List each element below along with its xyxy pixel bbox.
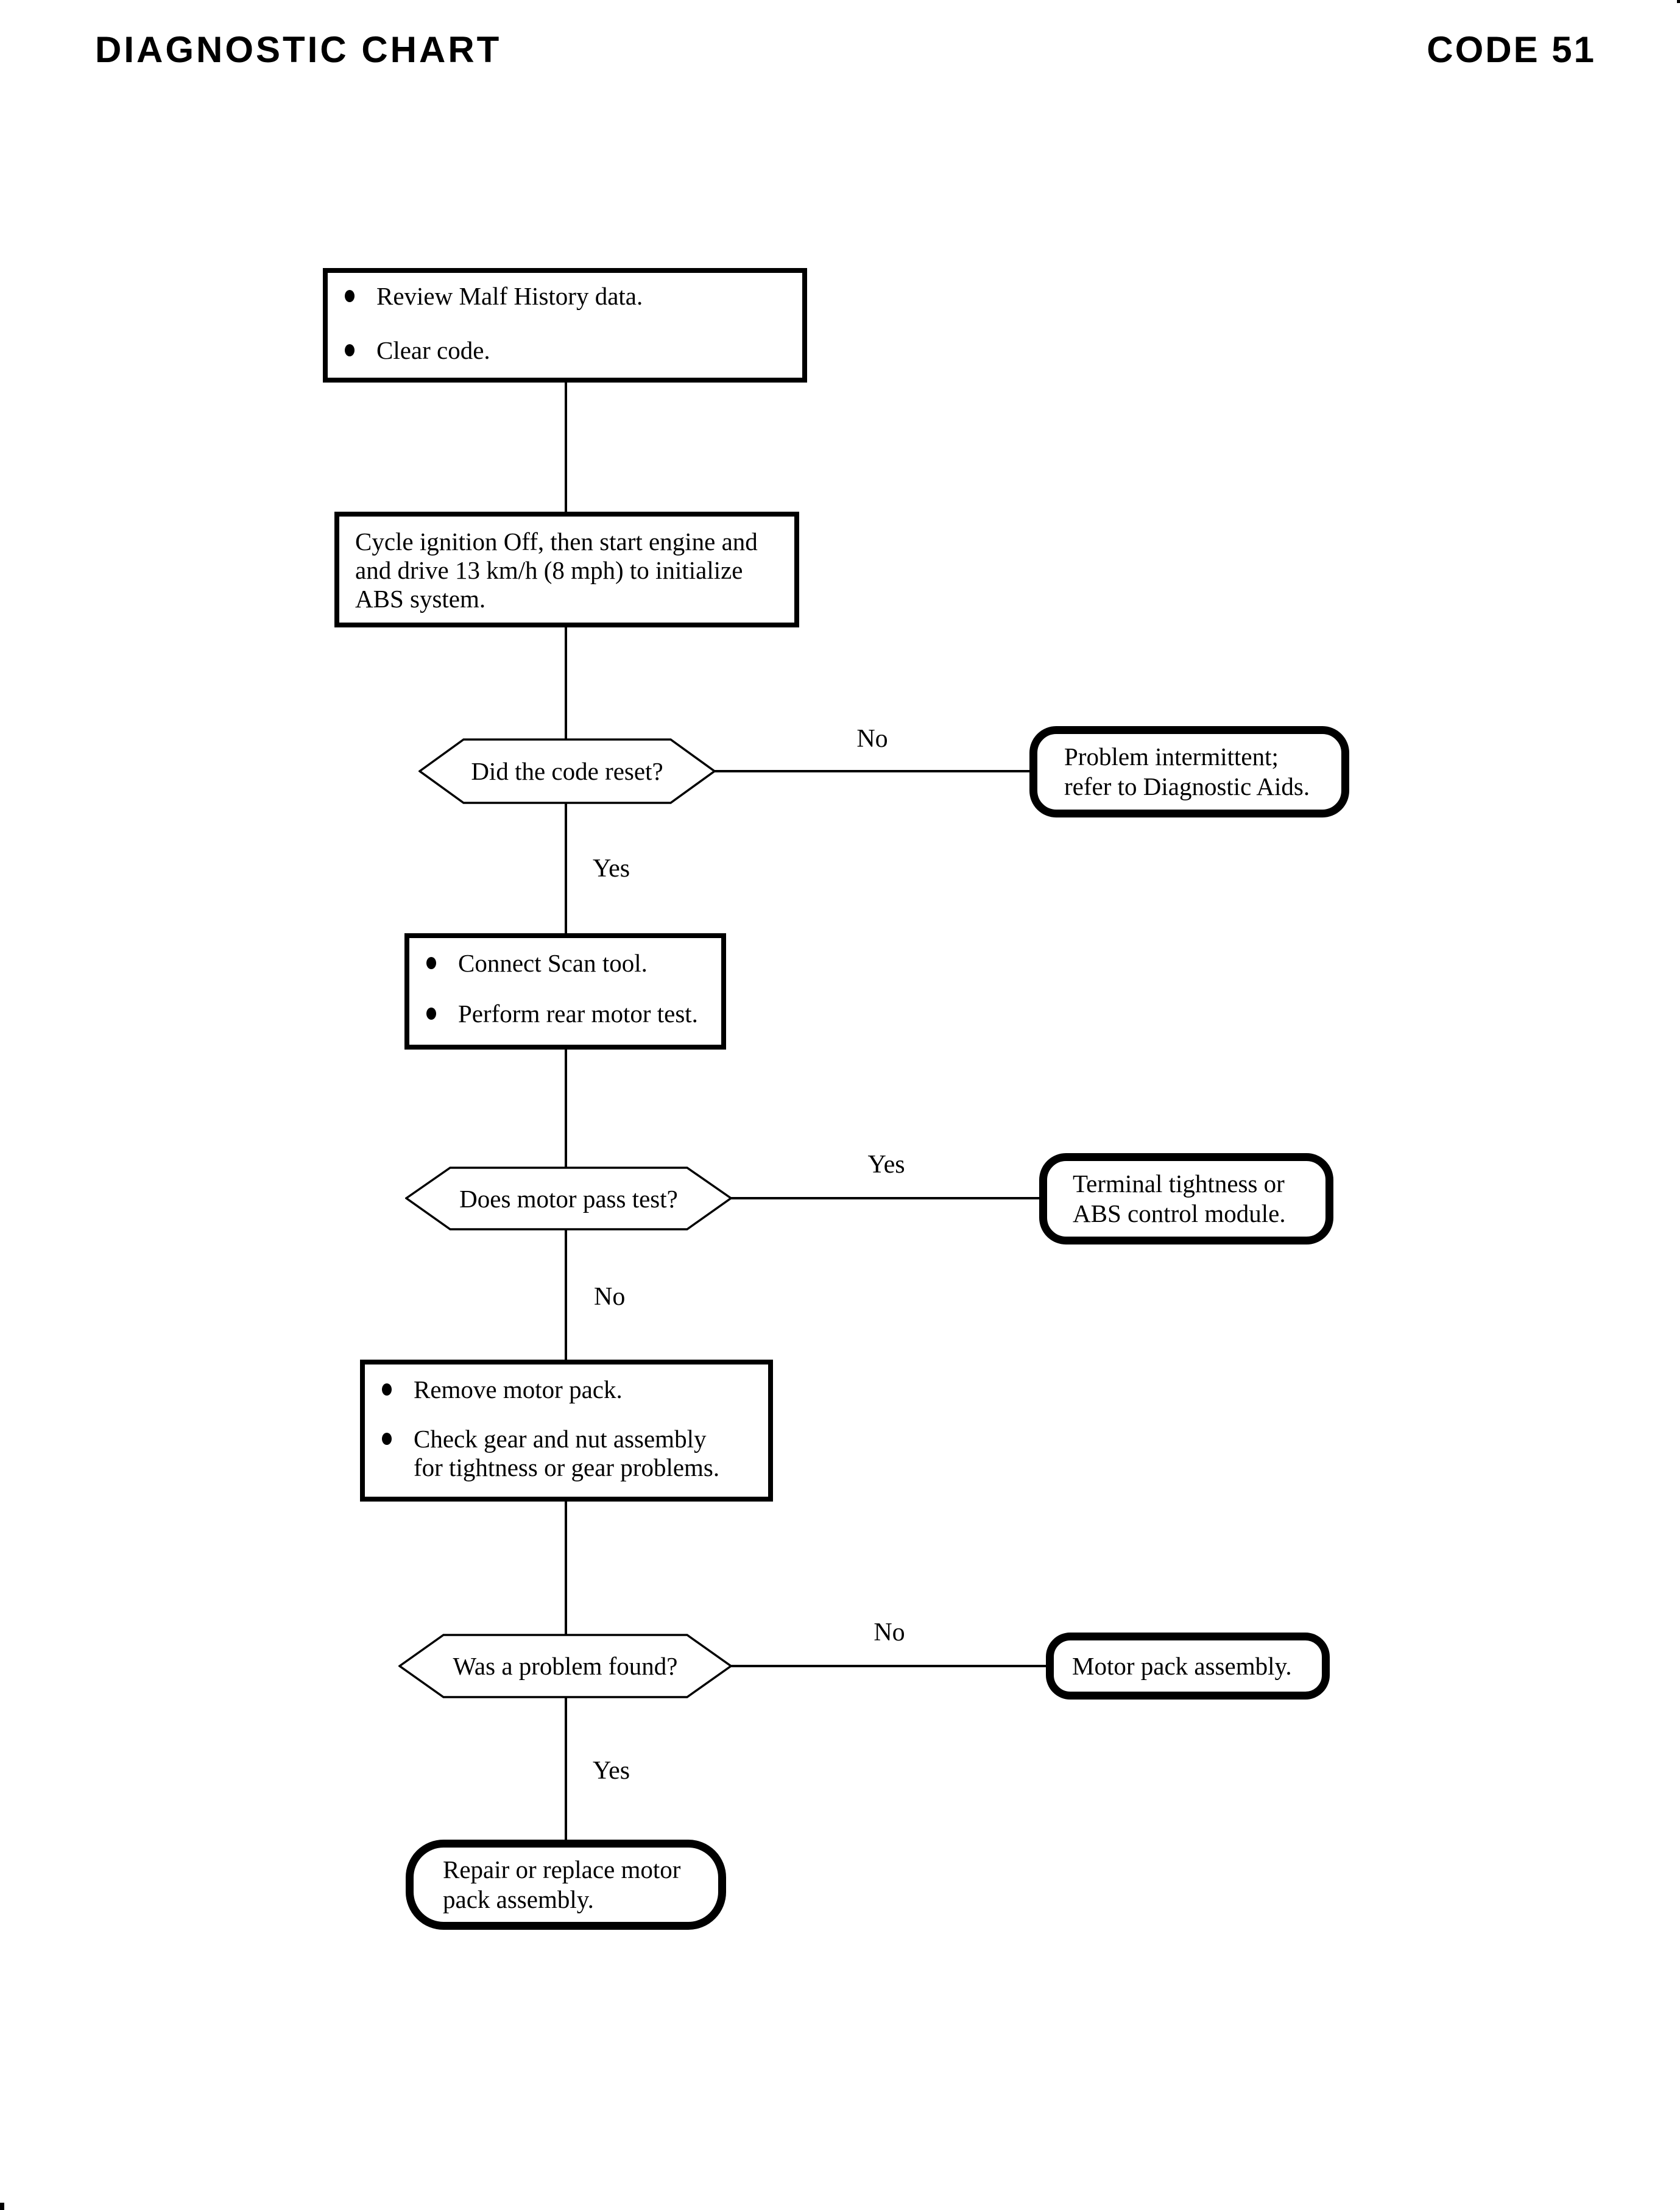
- hexagon-shape: [405, 1167, 732, 1230]
- terminator-text-line: Problem intermittent;: [1064, 743, 1279, 771]
- edge-label-yes: Yes: [593, 855, 630, 883]
- connector-decision3-no: [731, 1665, 1048, 1667]
- bullet-icon: [426, 957, 436, 969]
- decision-hexagon-did-code-reset: Did the code reset?: [418, 738, 716, 804]
- process-box-remove-motor-pack: Remove motor pack. Check gear and nut as…: [360, 1360, 773, 1502]
- process-item: Perform rear motor test.: [458, 1000, 698, 1028]
- terminator-text-line: Motor pack assembly.: [1072, 1651, 1292, 1680]
- bullet-icon: [345, 344, 355, 356]
- decision-question: Was a problem found?: [453, 1652, 678, 1680]
- process-item: Remove motor pack.: [414, 1375, 623, 1403]
- process-item: Connect Scan tool.: [458, 949, 648, 977]
- process-text-line: ABS system.: [355, 585, 486, 613]
- process-box-cycle-ignition: Cycle ignition Off, then start engine an…: [334, 512, 799, 627]
- process-item: Clear code.: [376, 336, 490, 364]
- page-code: CODE 51: [1427, 29, 1596, 70]
- terminator-text-line: Terminal tightness or: [1073, 1170, 1285, 1198]
- connector-spine: [565, 380, 567, 1843]
- process-box-review-clear: Review Malf History data. Clear code.: [323, 268, 807, 383]
- edge-label-yes: Yes: [593, 1757, 630, 1785]
- terminator-problem-intermittent: Problem intermittent; refer to Diagnosti…: [1029, 726, 1349, 817]
- edge-label-no: No: [856, 725, 888, 753]
- decision-question: Did the code reset?: [471, 757, 663, 785]
- decision-hexagon-motor-pass-test: Does motor pass test?: [405, 1167, 732, 1230]
- process-item: Review Malf History data.: [376, 282, 643, 310]
- edge-label-yes: Yes: [867, 1151, 905, 1179]
- terminator-repair-replace: Repair or replace motor pack assembly.: [406, 1840, 726, 1930]
- process-item: Check gear and nut assembly for tightnes…: [414, 1425, 720, 1481]
- edge-label-no: No: [594, 1283, 626, 1311]
- connector-decision1-no: [715, 770, 1031, 772]
- decision-question: Does motor pass test?: [459, 1184, 678, 1213]
- scan-artifact-bottom-left: [0, 2203, 4, 2210]
- hexagon-shape: [398, 1634, 732, 1698]
- process-text-line: and drive 13 km/h (8 mph) to initialize: [355, 556, 743, 584]
- terminator-terminal-tightness: Terminal tightness or ABS control module…: [1039, 1153, 1333, 1244]
- decision-hexagon-problem-found: Was a problem found?: [398, 1634, 732, 1698]
- page-title: DIAGNOSTIC CHART: [95, 29, 502, 70]
- terminator-text-line: ABS control module.: [1073, 1199, 1286, 1227]
- bullet-icon: [345, 290, 355, 302]
- scan-artifact-top-right: [1677, 0, 1680, 3]
- hexagon-shape: [418, 738, 716, 804]
- terminator-text-line: pack assembly.: [443, 1885, 594, 1913]
- process-box-scan-tool: Connect Scan tool. Perform rear motor te…: [404, 933, 726, 1050]
- process-text-line: Cycle ignition Off, then start engine an…: [355, 528, 758, 556]
- terminator-text-line: Repair or replace motor: [443, 1855, 681, 1883]
- edge-label-no: No: [874, 1619, 905, 1647]
- connector-decision2-yes: [731, 1197, 1042, 1199]
- bullet-icon: [382, 1433, 392, 1445]
- terminator-text-line: refer to Diagnostic Aids.: [1064, 772, 1310, 800]
- bullet-icon: [426, 1008, 436, 1020]
- terminator-motor-pack-assembly: Motor pack assembly.: [1046, 1633, 1330, 1700]
- bullet-icon: [382, 1383, 392, 1396]
